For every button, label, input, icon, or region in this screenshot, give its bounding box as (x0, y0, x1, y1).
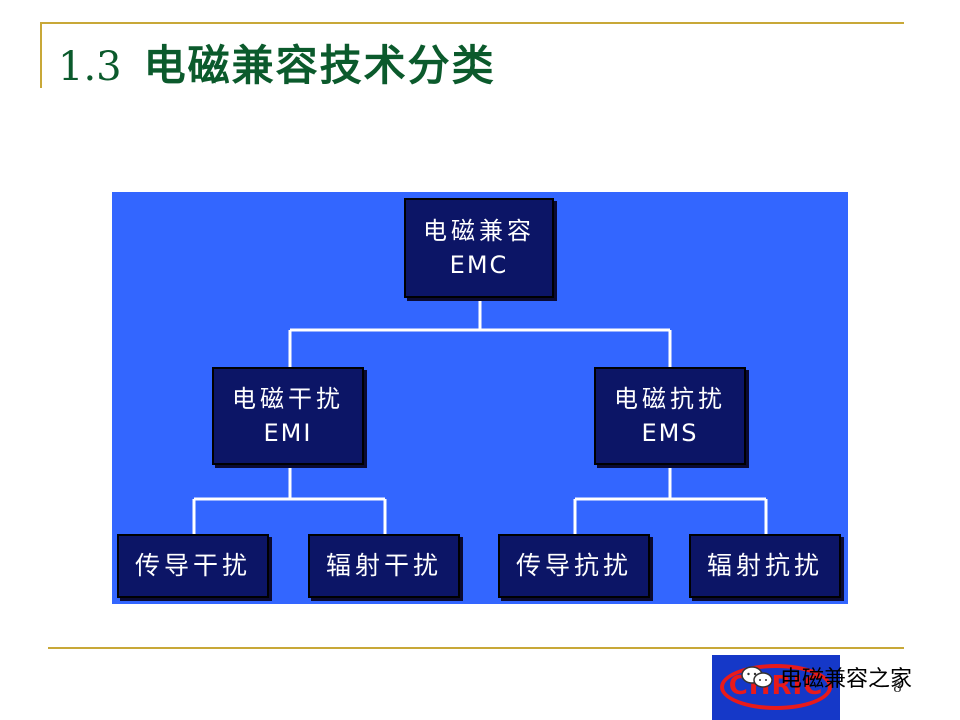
connector-lines (192, 298, 768, 536)
title-text: 电磁兼容技术分类 (143, 41, 496, 90)
slide-title: 1.3 电磁兼容技术分类 (58, 36, 496, 96)
node-emc: 电磁兼容 EMC (404, 198, 554, 298)
node-radiated-emission-label: 辐射干扰 (325, 551, 442, 580)
node-conducted-emission: 传导干扰 (117, 534, 269, 598)
page-number: 8 (893, 680, 902, 696)
node-emc-abbr: EMC (449, 251, 509, 279)
diagram-panel: 电磁兼容 EMC 电磁干扰 EMI 电磁抗扰 EMS 传导干扰 辐射干扰 传导抗… (112, 192, 848, 604)
watermark-text: 电磁兼容之家 (780, 667, 913, 692)
logo-ring (720, 664, 832, 710)
bottom-rule (48, 647, 904, 649)
node-ems-abbr: EMS (641, 419, 699, 447)
node-emi-label: 电磁干扰 (232, 385, 344, 413)
node-conducted-emission-label: 传导干扰 (134, 551, 251, 580)
wechat-watermark: 电磁兼容之家 (740, 662, 912, 692)
top-rule (40, 22, 904, 24)
node-emi-abbr: EMI (263, 419, 313, 447)
node-conducted-immunity-label: 传导抗扰 (515, 551, 632, 580)
wechat-icon (741, 666, 773, 688)
node-ems-label: 电磁抗扰 (614, 385, 726, 413)
left-rule (40, 22, 42, 88)
node-radiated-immunity-label: 辐射抗扰 (706, 551, 823, 580)
node-emc-label: 电磁兼容 (423, 217, 535, 245)
node-radiated-immunity: 辐射抗扰 (689, 534, 841, 598)
node-ems: 电磁抗扰 EMS (594, 367, 746, 465)
section-number: 1.3 (58, 44, 122, 90)
node-emi: 电磁干扰 EMI (212, 367, 364, 465)
node-conducted-immunity: 传导抗扰 (498, 534, 650, 598)
node-radiated-emission: 辐射干扰 (308, 534, 460, 598)
